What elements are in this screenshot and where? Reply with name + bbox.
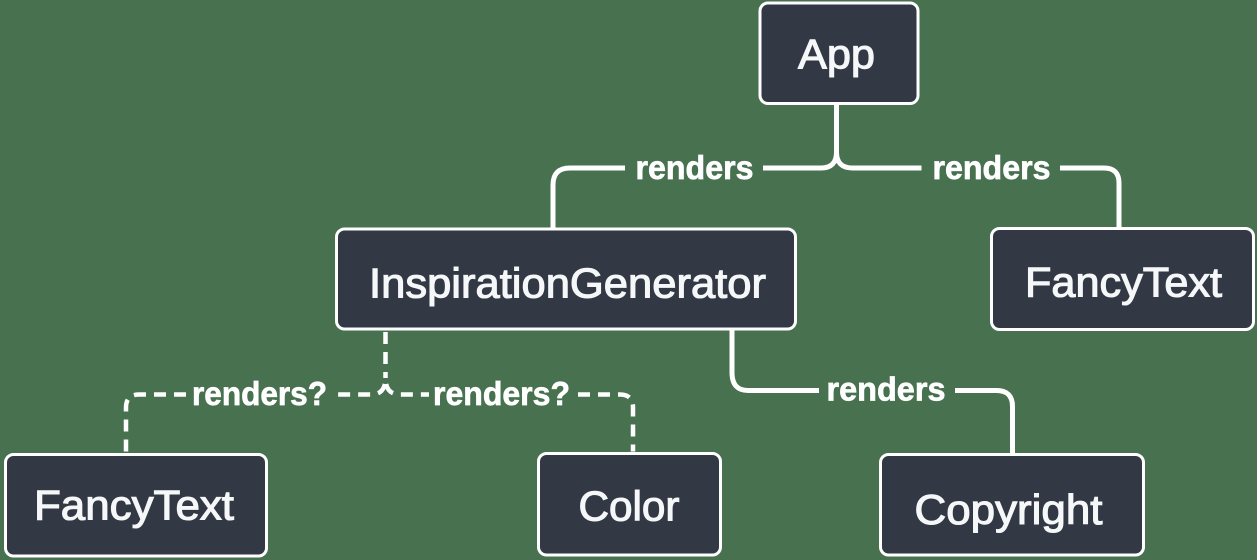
- svg-text:renders: renders: [933, 150, 1051, 187]
- svg-text:FancyText: FancyText: [34, 482, 234, 529]
- svg-text:InspirationGenerator: InspirationGenerator: [369, 260, 766, 307]
- svg-text:renders?: renders?: [192, 376, 327, 413]
- svg-text:renders: renders: [636, 150, 754, 187]
- svg-text:renders: renders: [827, 372, 946, 409]
- svg-text:Copyright: Copyright: [915, 486, 1103, 533]
- svg-text:App: App: [798, 31, 875, 78]
- svg-text:FancyText: FancyText: [1025, 259, 1222, 306]
- svg-text:renders?: renders?: [433, 376, 570, 413]
- svg-text:Color: Color: [579, 483, 680, 530]
